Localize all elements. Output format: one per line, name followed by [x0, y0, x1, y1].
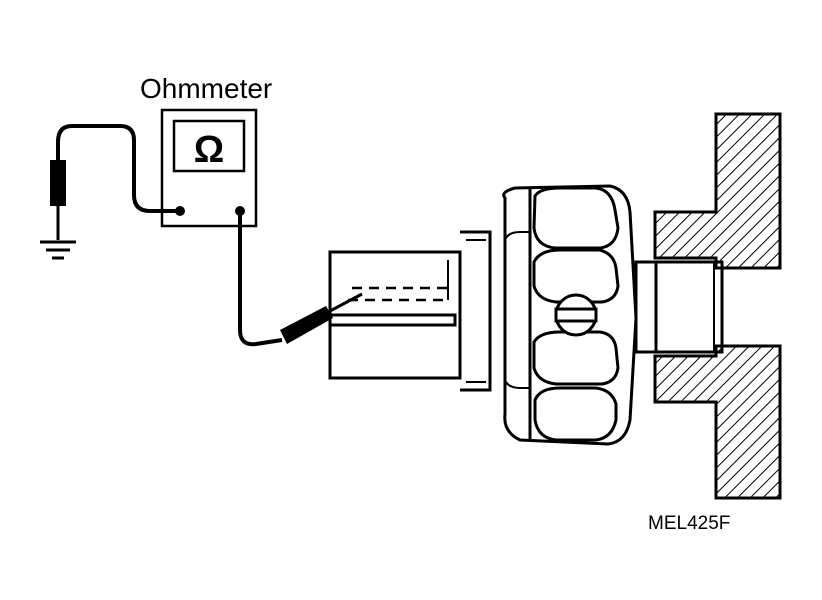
sensor-thread [634, 260, 724, 354]
hatched-wall-icon [653, 112, 782, 500]
ohmmeter-label: Ohmmeter [140, 73, 272, 104]
probe-icon [280, 292, 363, 344]
ground-symbol-icon [40, 240, 76, 260]
ground-lead [56, 124, 180, 213]
figure-code: MEL425F [648, 513, 730, 534]
ohm-symbol-icon: Ω [194, 129, 224, 171]
sensor-slot-icon [554, 293, 598, 337]
ground-probe-grip [50, 160, 66, 206]
ohmmeter: Ω [160, 108, 258, 228]
sensor-hex-body [502, 184, 638, 446]
probe-lead [238, 211, 283, 347]
meter-display [172, 119, 246, 173]
sensor-connector [328, 230, 492, 392]
